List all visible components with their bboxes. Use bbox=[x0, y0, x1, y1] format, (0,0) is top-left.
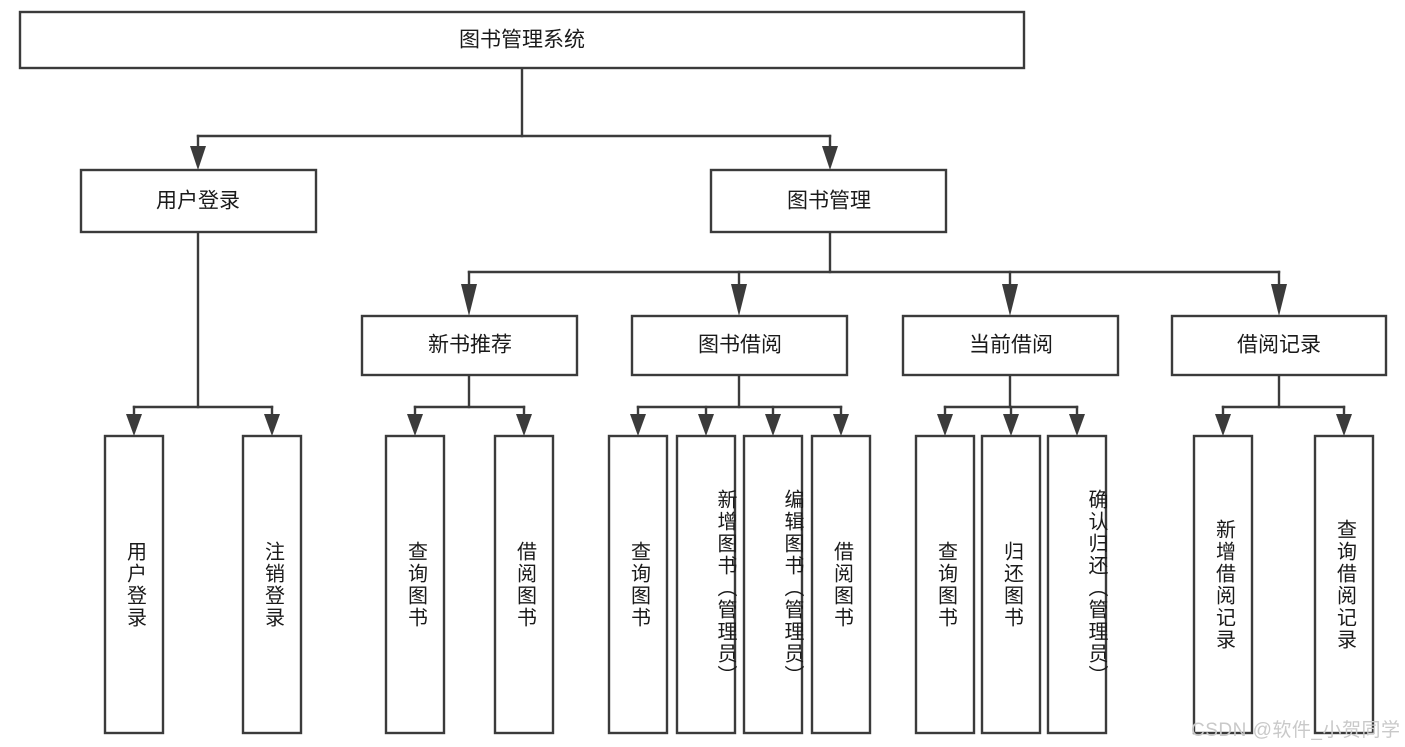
leaf-box-borrow-book-2[interactable] bbox=[810, 434, 872, 735]
arrow-to-leaf-query-book-1 bbox=[407, 414, 423, 436]
node-book-borrow[interactable]: 图书借阅 bbox=[630, 314, 849, 377]
leaf-box-user-logout[interactable] bbox=[241, 434, 303, 735]
leaf-box-query-book-1[interactable] bbox=[384, 434, 446, 735]
arrow-to-leaf-query-record bbox=[1336, 414, 1352, 436]
connector-group-user-login bbox=[126, 230, 280, 436]
node-borrow-record[interactable]: 借阅记录 bbox=[1170, 314, 1388, 377]
node-user-login-label: 用户登录 bbox=[156, 190, 240, 213]
connector-group-new-book-recommend bbox=[407, 373, 532, 436]
arrow-to-user-login bbox=[190, 146, 206, 170]
node-current-borrow-label: 当前借阅 bbox=[969, 334, 1053, 357]
arrow-to-book-management bbox=[822, 146, 838, 170]
node-current-borrow[interactable]: 当前借阅 bbox=[901, 314, 1120, 377]
arrow-to-leaf-return-book bbox=[1003, 414, 1019, 436]
leaf-box-confirm-return[interactable] bbox=[1046, 434, 1108, 735]
leaf-box-user-login[interactable] bbox=[103, 434, 165, 735]
leaf-box-add-record[interactable] bbox=[1192, 434, 1254, 735]
node-book-management[interactable]: 图书管理 bbox=[709, 168, 948, 234]
arrow-to-new-book-recommend bbox=[461, 284, 477, 316]
node-book-management-label: 图书管理 bbox=[787, 190, 871, 213]
leaf-box-borrow-book-1[interactable] bbox=[493, 434, 555, 735]
arrow-to-borrow-record bbox=[1271, 284, 1287, 316]
arrow-to-leaf-borrow-book-2 bbox=[833, 414, 849, 436]
node-new-book-recommend-label: 新书推荐 bbox=[428, 334, 512, 357]
arrow-to-leaf-confirm-return bbox=[1069, 414, 1085, 436]
connector-group-borrow-record bbox=[1215, 373, 1352, 436]
leaf-box-add-book[interactable] bbox=[675, 434, 737, 735]
node-borrow-record-box[interactable] bbox=[1170, 314, 1388, 377]
arrow-to-book-borrow bbox=[731, 284, 747, 316]
node-borrow-record-label: 借阅记录 bbox=[1237, 334, 1321, 357]
connector-group-book-borrow bbox=[630, 373, 849, 436]
node-current-borrow-box[interactable] bbox=[901, 314, 1120, 377]
arrow-to-leaf-query-book-3 bbox=[937, 414, 953, 436]
arrow-to-leaf-add-record bbox=[1215, 414, 1231, 436]
connector-group-root bbox=[190, 66, 838, 170]
connector-group-book-management bbox=[461, 230, 1287, 316]
arrow-to-leaf-add-book bbox=[698, 414, 714, 436]
leaf-box-query-book-2[interactable] bbox=[607, 434, 669, 735]
node-new-book-recommend-box[interactable] bbox=[360, 314, 579, 377]
arrow-to-leaf-edit-book bbox=[765, 414, 781, 436]
node-root-box[interactable] bbox=[18, 10, 1026, 70]
leaf-box-return-book[interactable] bbox=[980, 434, 1042, 735]
arrow-to-leaf-query-book-2 bbox=[630, 414, 646, 436]
arrow-to-leaf-user-logout bbox=[264, 414, 280, 436]
connector-group-current-borrow bbox=[937, 373, 1085, 436]
leaf-box-query-record[interactable] bbox=[1313, 434, 1375, 735]
arrow-to-leaf-user-login bbox=[126, 414, 142, 436]
leaf-box-query-book-3[interactable] bbox=[914, 434, 976, 735]
node-root-label: 图书管理系统 bbox=[459, 29, 585, 52]
node-book-management-box[interactable] bbox=[709, 168, 948, 234]
node-root[interactable]: 图书管理系统 bbox=[18, 10, 1026, 70]
arrow-to-current-borrow bbox=[1002, 284, 1018, 316]
watermark-text: CSDN @软件_小贺同学 bbox=[1191, 720, 1401, 741]
arrow-to-leaf-borrow-book-1 bbox=[516, 414, 532, 436]
node-book-borrow-label: 图书借阅 bbox=[698, 334, 782, 357]
node-user-login[interactable]: 用户登录 bbox=[79, 168, 318, 234]
node-user-login-box[interactable] bbox=[79, 168, 318, 234]
leaf-box-edit-book[interactable] bbox=[742, 434, 804, 735]
node-new-book-recommend[interactable]: 新书推荐 bbox=[360, 314, 579, 377]
node-book-borrow-box[interactable] bbox=[630, 314, 849, 377]
